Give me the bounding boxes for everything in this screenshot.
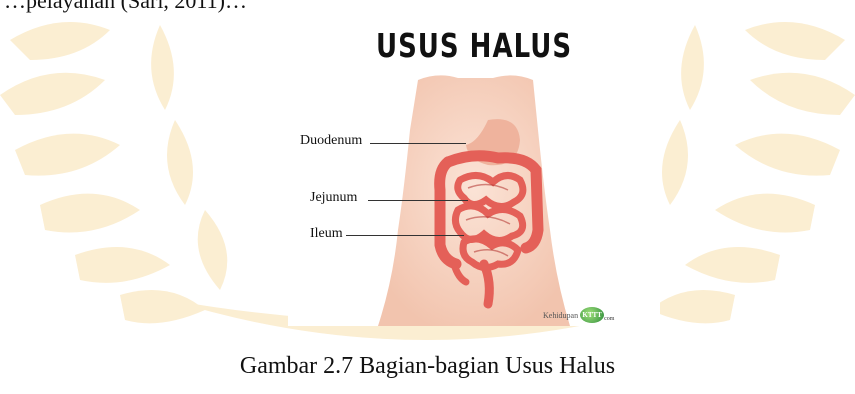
label-ileum: Ileum xyxy=(310,226,343,242)
label-duodenum: Duodenum xyxy=(300,133,362,149)
logo-suffix: com xyxy=(604,316,614,322)
leader-line-duodenum xyxy=(370,143,466,144)
leader-line-ileum xyxy=(346,235,464,236)
figure-title: USUS HALUS xyxy=(288,28,660,66)
figure-caption: Gambar 2.7 Bagian-bagian Usus Halus xyxy=(0,353,855,380)
leader-line-jejunum xyxy=(368,200,468,201)
anatomy-illustration xyxy=(288,20,660,326)
body-text-fragment: …pelayanan (Sari, 2011)… xyxy=(4,0,247,14)
logo-mark-icon: KTTT xyxy=(580,307,604,323)
label-jejunum: Jejunum xyxy=(310,190,357,206)
logo-name: Kehidupan xyxy=(543,311,578,320)
source-logo: Kehidupan KTTT com xyxy=(543,307,614,323)
small-intestine-figure: USUS HALUS Duodenum Jejunum Ileum Kehidu… xyxy=(288,20,660,326)
